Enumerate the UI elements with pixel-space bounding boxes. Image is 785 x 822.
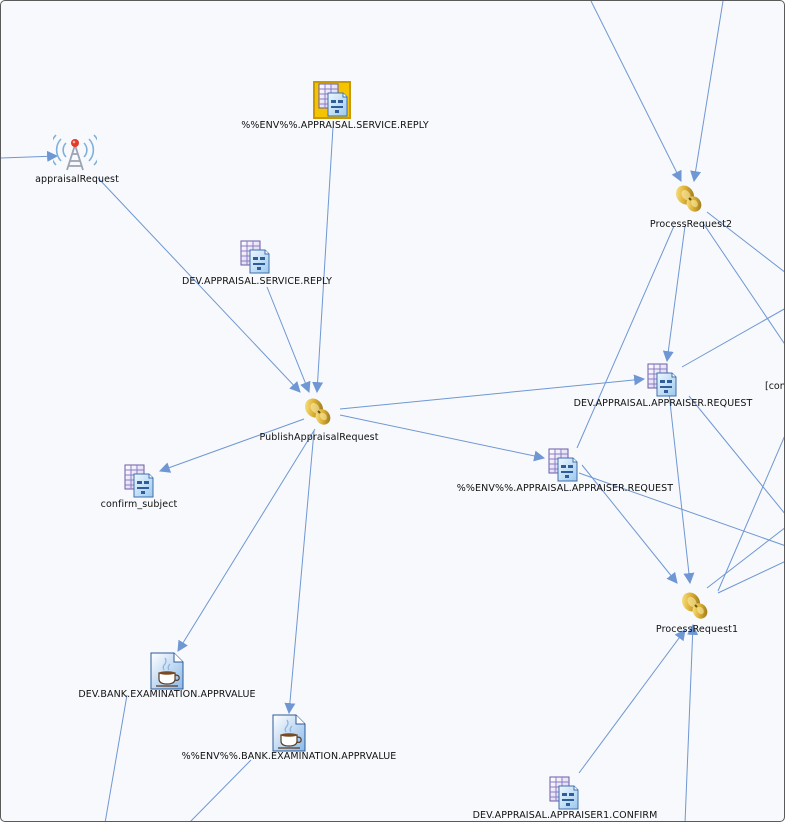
edge-process-request1-offscreen-b[interactable] xyxy=(717,561,785,594)
node-label-appraisal-request: appraisalRequest xyxy=(35,174,119,185)
edge-into-appraisal-request[interactable] xyxy=(1,150,59,162)
node-label-dev-service-reply: DEV.APPRAISAL.SERVICE.REPLY xyxy=(181,276,333,287)
queue-icon xyxy=(318,83,348,117)
node-env-service-reply[interactable] xyxy=(313,81,353,121)
edge-env-appraiser-request-offscreen[interactable] xyxy=(578,472,785,546)
edge-bottom-into-process-request1[interactable] xyxy=(684,623,699,822)
clipped-node-label: [con xyxy=(765,381,785,392)
queue-icon xyxy=(548,448,578,482)
edge-publish-to-env-bank-apprvalue[interactable] xyxy=(284,430,315,715)
edge-top-into-process-request2-a[interactable] xyxy=(590,1,682,182)
node-confirm-subject[interactable] xyxy=(124,464,154,498)
edge-process-request2-offscreen-a[interactable] xyxy=(706,211,785,273)
edge-dev-bank-apprvalue-down[interactable] xyxy=(104,694,128,822)
node-label-publish-appraisal-request: PublishAppraisalRequest xyxy=(259,432,379,443)
edge-dev-appraiser-request-to-process-request1[interactable] xyxy=(668,392,695,585)
node-label-env-appraiser-request: %%ENV%%.APPRAISAL.APPRAISER.REQUEST xyxy=(456,483,674,494)
edge-env-bank-apprvalue-down[interactable] xyxy=(189,759,252,822)
queue-icon xyxy=(647,363,677,397)
node-process-request1[interactable] xyxy=(680,590,710,620)
edge-offscreen-into-process-request1[interactable] xyxy=(717,433,785,592)
process-icon xyxy=(674,183,704,213)
edge-publish-to-env-appraiser-request[interactable] xyxy=(339,414,546,462)
process-icon xyxy=(680,590,710,620)
queue-icon xyxy=(124,464,154,498)
edge-dev-appraiser-request-offscreen-b[interactable] xyxy=(688,395,785,515)
java-file-icon xyxy=(150,652,184,690)
node-label-dev-appraiser-request: DEV.APPRAISAL.APPRAISER.REQUEST xyxy=(573,398,753,409)
node-dev-bank-apprvalue[interactable] xyxy=(150,652,184,690)
node-label-process-request1: ProcessRequest1 xyxy=(655,624,739,635)
edge-process-request2-to-env-appraiser-request[interactable] xyxy=(576,225,675,449)
node-env-appraiser-request[interactable] xyxy=(548,448,578,482)
node-label-dev-bank-apprvalue: DEV.BANK.EXAMINATION.APPRVALUE xyxy=(78,689,256,700)
node-dev-appraiser-request[interactable] xyxy=(647,363,677,397)
node-appraisal-request[interactable] xyxy=(53,131,97,171)
queue-icon xyxy=(240,240,270,274)
node-label-dev-appraiser1-confirm: DEV.APPRAISAL.APPRAISER1.CONFIRM xyxy=(472,810,658,821)
edge-process-request2-offscreen-b[interactable] xyxy=(702,222,785,346)
edge-dev-service-reply-to-publish[interactable] xyxy=(266,286,311,394)
edge-top-into-process-request2-b[interactable] xyxy=(690,1,724,183)
edge-publish-to-dev-bank-apprvalue[interactable] xyxy=(177,428,316,652)
edge-publish-to-confirm-subject[interactable] xyxy=(158,418,305,473)
node-label-confirm-subject: confirm_subject xyxy=(100,499,178,510)
edge-confirm-to-process-request1[interactable] xyxy=(578,629,686,774)
node-process-request2[interactable] xyxy=(674,183,704,213)
node-dev-appraiser1-confirm[interactable] xyxy=(549,776,579,810)
edge-publish-to-dev-appraiser-request[interactable] xyxy=(339,374,646,410)
node-env-bank-apprvalue[interactable] xyxy=(272,714,306,752)
edge-env-service-reply-to-publish[interactable] xyxy=(312,126,334,394)
edge-appraisal-request-to-publish[interactable] xyxy=(97,177,301,393)
edge-process-request2-to-dev-appraiser-request[interactable] xyxy=(662,225,686,363)
java-file-icon xyxy=(272,714,306,752)
node-label-process-request2: ProcessRequest2 xyxy=(649,219,733,230)
queue-icon xyxy=(549,776,579,810)
process-icon xyxy=(303,396,333,426)
node-dev-service-reply[interactable] xyxy=(240,240,270,274)
edge-dev-appraiser-request-offscreen[interactable] xyxy=(681,308,785,368)
edge-env-appraiser-request-to-process-request1[interactable] xyxy=(581,464,678,584)
radio-tower-icon xyxy=(53,131,97,171)
node-label-env-service-reply: %%ENV%%.APPRAISAL.SERVICE.REPLY xyxy=(241,120,429,131)
node-label-env-bank-apprvalue: %%ENV%%.BANK.EXAMINATION.APPRVALUE xyxy=(181,751,397,762)
edge-process-request1-offscreen-a[interactable] xyxy=(706,527,785,589)
node-publish-appraisal-request[interactable] xyxy=(303,396,333,426)
